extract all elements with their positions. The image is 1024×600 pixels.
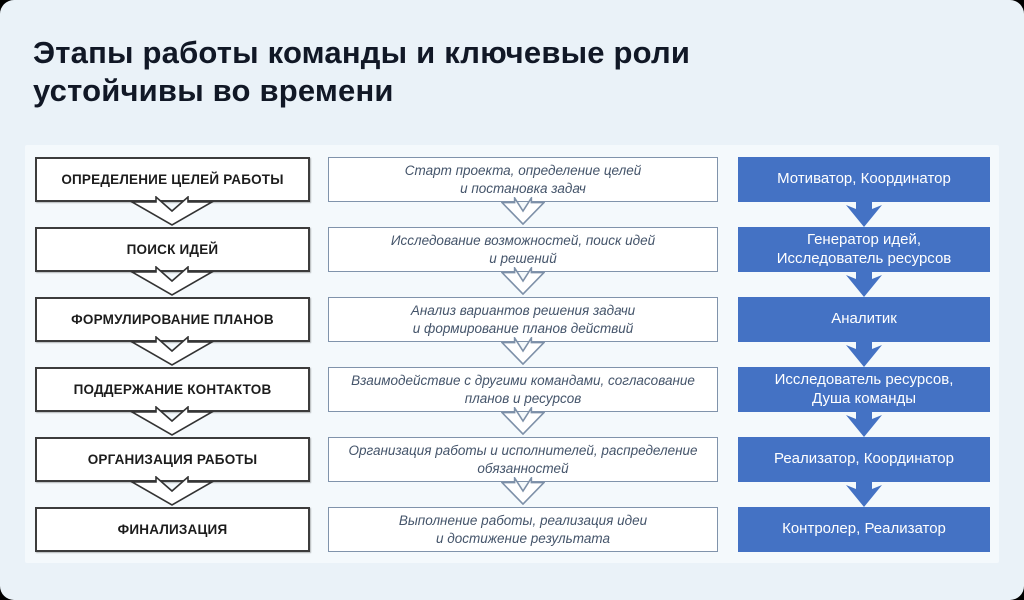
down-chevron-icon: [501, 337, 545, 365]
description-box: Анализ вариантов решения задачи и формир…: [328, 297, 718, 342]
stage-box: ОРГАНИЗАЦИЯ РАБОТЫ: [35, 437, 310, 482]
down-chevron-icon: [130, 266, 214, 296]
role-box: Генератор идей, Исследователь ресурсов: [738, 227, 990, 272]
description-label: Взаимодействие с другими командами, согл…: [351, 372, 695, 406]
stage-box: ПОДДЕРЖАНИЕ КОНТАКТОВ: [35, 367, 310, 412]
description-label: Организация работы и исполнителей, распр…: [348, 442, 698, 476]
down-block-arrow-icon: [844, 411, 884, 438]
down-chevron-icon: [130, 476, 214, 506]
page-title: Этапы работы команды и ключевые роли уст…: [33, 35, 691, 108]
description-box: Организация работы и исполнителей, распр…: [328, 437, 718, 482]
stage-box: ОПРЕДЕЛЕНИЕ ЦЕЛЕЙ РАБОТЫ: [35, 157, 310, 202]
description-box: Исследование возможностей, поиск идей и …: [328, 227, 718, 272]
role-box: Исследователь ресурсов, Душа команды: [738, 367, 990, 412]
description-label: Старт проекта, определение целей и поста…: [404, 162, 642, 196]
down-chevron-icon: [130, 336, 214, 366]
down-block-arrow-icon: [844, 201, 884, 228]
role-box: Контролер, Реализатор: [738, 507, 990, 552]
down-chevron-icon: [501, 477, 545, 505]
role-box: Мотиватор, Координатор: [738, 157, 990, 202]
description-box: Старт проекта, определение целей и поста…: [328, 157, 718, 202]
stage-label: ФОРМУЛИРОВАНИЕ ПЛАНОВ: [71, 312, 274, 327]
down-chevron-icon: [501, 197, 545, 225]
down-block-arrow-icon: [844, 341, 884, 368]
stage-label: ОРГАНИЗАЦИЯ РАБОТЫ: [87, 452, 258, 467]
role-label: Генератор идей, Исследователь ресурсов: [776, 230, 952, 267]
down-chevron-icon: [501, 267, 545, 295]
description-box: Выполнение работы, реализация идеи и дос…: [328, 507, 718, 552]
stage-box: ФИНАЛИЗАЦИЯ: [35, 507, 310, 552]
stage-label: ФИНАЛИЗАЦИЯ: [117, 522, 228, 537]
description-label: Исследование возможностей, поиск идей и …: [390, 232, 656, 266]
stage-box: ПОИСК ИДЕЙ: [35, 227, 310, 272]
description-label: Анализ вариантов решения задачи и формир…: [410, 302, 636, 336]
stage-label: ОПРЕДЕЛЕНИЕ ЦЕЛЕЙ РАБОТЫ: [61, 172, 284, 187]
stage-box: ФОРМУЛИРОВАНИЕ ПЛАНОВ: [35, 297, 310, 342]
role-box: Реализатор, Координатор: [738, 437, 990, 482]
description-box: Взаимодействие с другими командами, согл…: [328, 367, 718, 412]
stage-label: ПОДДЕРЖАНИЕ КОНТАКТОВ: [73, 382, 272, 397]
down-block-arrow-icon: [844, 481, 884, 508]
role-label: Исследователь ресурсов, Душа команды: [774, 370, 954, 407]
role-label: Реализатор, Координатор: [773, 450, 954, 468]
down-chevron-icon: [501, 407, 545, 435]
down-chevron-icon: [130, 406, 214, 436]
role-box: Аналитик: [738, 297, 990, 342]
role-label: Аналитик: [831, 310, 897, 328]
down-chevron-icon: [130, 196, 214, 226]
role-label: Контролер, Реализатор: [782, 520, 946, 538]
role-label: Мотиватор, Координатор: [777, 170, 951, 188]
down-block-arrow-icon: [844, 271, 884, 298]
description-label: Выполнение работы, реализация идеи и дос…: [398, 512, 648, 546]
stage-label: ПОИСК ИДЕЙ: [126, 242, 219, 257]
